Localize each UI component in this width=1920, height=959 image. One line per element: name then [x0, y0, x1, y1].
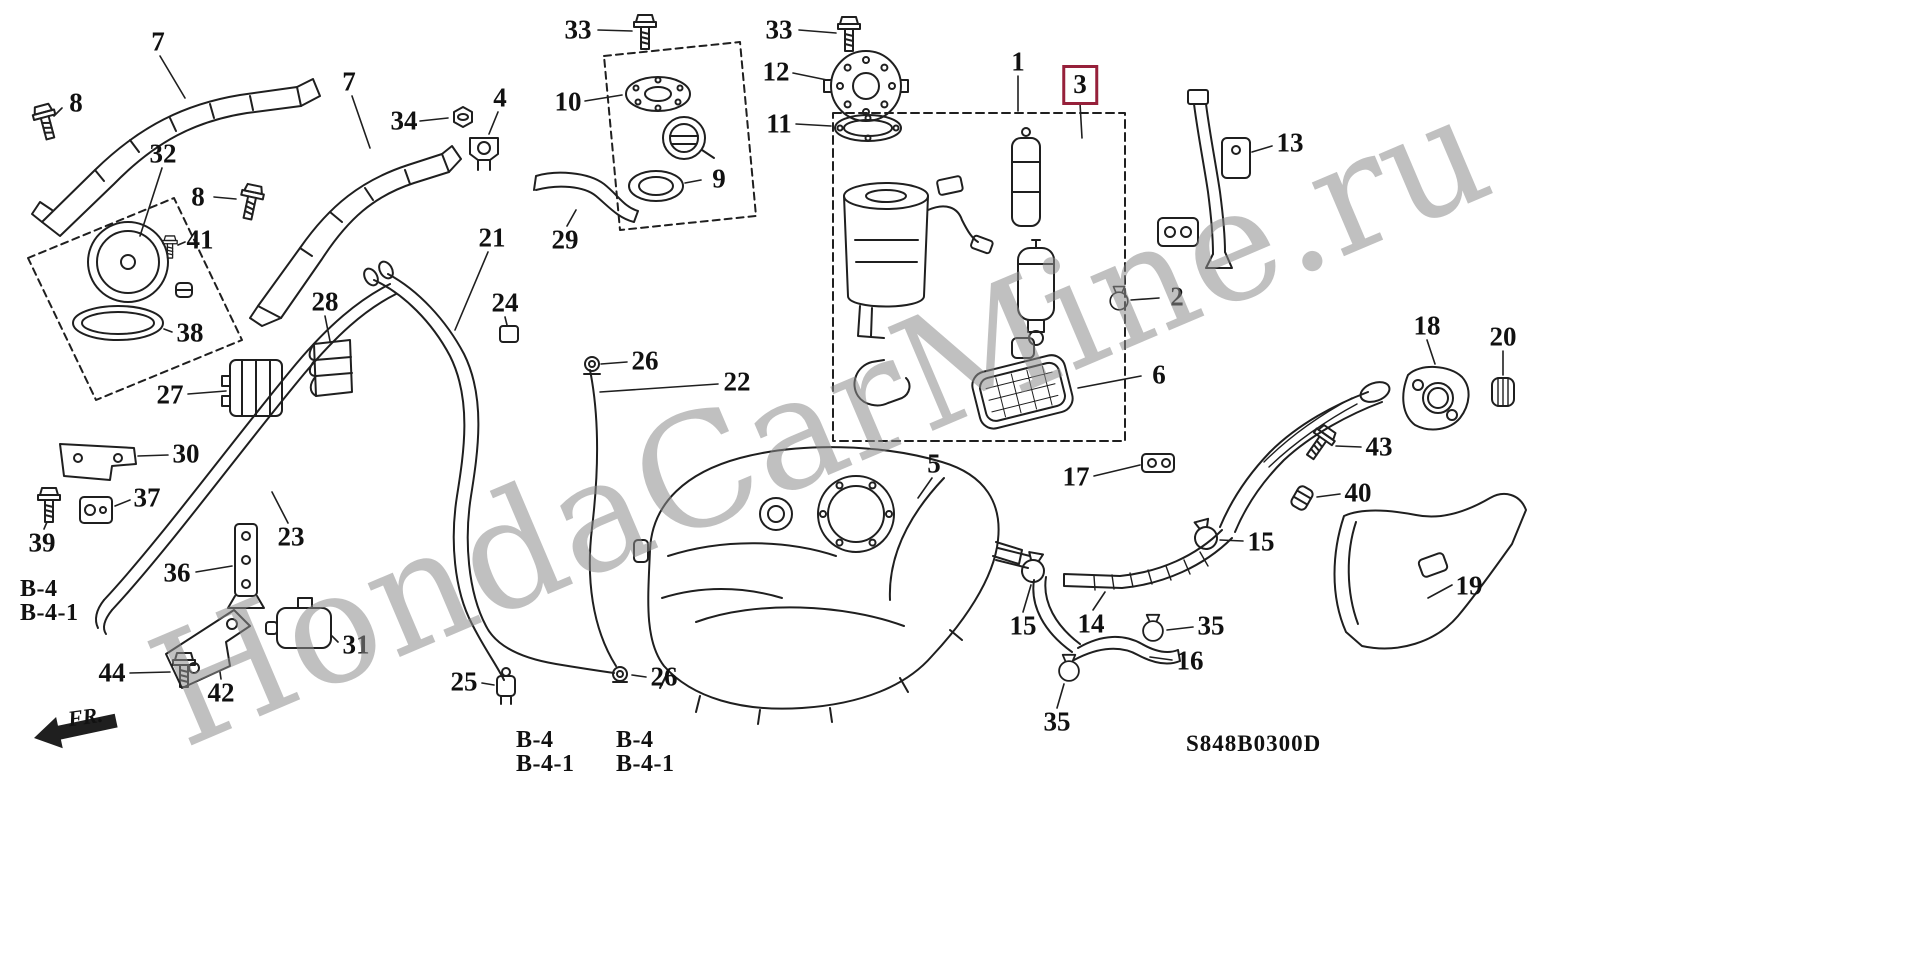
part-label-25[interactable]: 25 — [450, 666, 478, 697]
part-label-40[interactable]: 40 — [1344, 477, 1372, 508]
part-label-39[interactable]: 39 — [28, 527, 56, 558]
part-label-4[interactable]: 4 — [493, 82, 507, 113]
filler-pipe-group — [995, 381, 1391, 665]
pipe-protector — [1333, 493, 1527, 650]
filler-neck-assembly — [1157, 89, 1251, 269]
part-label-24[interactable]: 24 — [491, 287, 519, 318]
fr-label: FR. — [66, 701, 105, 732]
filler-flange-group — [1402, 365, 1515, 431]
part-label-36[interactable]: 36 — [163, 557, 191, 588]
part-label-30[interactable]: 30 — [172, 438, 200, 469]
ref-label-B-4-1[interactable]: B-4-1 — [516, 751, 575, 777]
part-label-26[interactable]: 26 — [631, 345, 659, 376]
part-label-19[interactable]: 19 — [1455, 570, 1483, 601]
part-label-34[interactable]: 34 — [390, 105, 418, 136]
part-label-38[interactable]: 38 — [176, 317, 204, 348]
part-label-44[interactable]: 44 — [98, 657, 126, 688]
part-label-10[interactable]: 10 — [554, 86, 582, 117]
fuel-pump-module — [832, 112, 1126, 442]
ref-label-B-4[interactable]: B-4 — [516, 727, 554, 753]
pump-lid-group — [823, 50, 909, 142]
part-label-13[interactable]: 13 — [1276, 127, 1304, 158]
part-label-8[interactable]: 8 — [191, 181, 205, 212]
fr-arrow-icon — [34, 713, 118, 749]
part-label-1[interactable]: 1 — [1011, 46, 1025, 77]
part-label-7[interactable]: 7 — [342, 66, 356, 97]
part-label-23[interactable]: 23 — [277, 521, 305, 552]
ref-label-B-4[interactable]: B-4 — [616, 727, 654, 753]
sender-unit-group — [27, 197, 243, 401]
part-label-35[interactable]: 35 — [1043, 706, 1071, 737]
part-label-15[interactable]: 15 — [1009, 610, 1037, 641]
leader-lines — [43, 29, 1504, 709]
part-label-41[interactable]: 41 — [186, 224, 214, 255]
part-label-35[interactable]: 35 — [1197, 610, 1225, 641]
part-label-11[interactable]: 11 — [766, 108, 792, 139]
part-label-8[interactable]: 8 — [69, 87, 83, 118]
bolts — [29, 14, 1340, 688]
part-label-33[interactable]: 33 — [765, 14, 793, 45]
part-label-28[interactable]: 28 — [311, 286, 339, 317]
grommet-40 — [1290, 485, 1314, 511]
part-label-31[interactable]: 31 — [342, 629, 370, 660]
part-label-15[interactable]: 15 — [1247, 526, 1275, 557]
part-label-6[interactable]: 6 — [1152, 359, 1166, 390]
part-label-33[interactable]: 33 — [564, 14, 592, 45]
ref-label-B-4-1[interactable]: B-4-1 — [616, 751, 675, 777]
part-label-43[interactable]: 43 — [1365, 431, 1393, 462]
fuel-lines — [363, 260, 628, 705]
part-label-32[interactable]: 32 — [149, 138, 177, 169]
part-label-18[interactable]: 18 — [1413, 310, 1441, 341]
part-label-5[interactable]: 5 — [927, 448, 941, 479]
fuel-tank-straps — [31, 78, 462, 327]
diagram-code: S848B0300D — [1186, 731, 1322, 756]
part-label-26[interactable]: 26 — [650, 661, 678, 692]
part-label-7[interactable]: 7 — [151, 26, 165, 57]
part-label-29[interactable]: 29 — [551, 224, 579, 255]
part-label-16[interactable]: 16 — [1176, 645, 1204, 676]
fuel-cap-group — [469, 41, 757, 231]
small-brackets — [59, 443, 332, 689]
ref-label-B-4[interactable]: B-4 — [20, 576, 58, 602]
part-label-42[interactable]: 42 — [207, 677, 235, 708]
part-label-37[interactable]: 37 — [133, 482, 161, 513]
nut-34 — [453, 106, 473, 128]
line-clips — [221, 339, 353, 417]
part-label-20[interactable]: 20 — [1489, 321, 1517, 352]
part-label-21[interactable]: 21 — [478, 222, 506, 253]
part-label-17[interactable]: 17 — [1062, 461, 1090, 492]
ref-label-B-4-1[interactable]: B-4-1 — [20, 600, 79, 626]
part-label-14[interactable]: 14 — [1077, 608, 1105, 639]
part-label-9[interactable]: 9 — [712, 163, 726, 194]
fuel-tank — [633, 446, 1023, 725]
vent-pipe — [95, 283, 397, 635]
part-label-12[interactable]: 12 — [762, 56, 790, 87]
part-label-27[interactable]: 27 — [156, 379, 184, 410]
part-label-2[interactable]: 2 — [1170, 281, 1184, 312]
selected-part-label[interactable]: 3 — [1062, 65, 1098, 105]
part-label-22[interactable]: 22 — [723, 366, 751, 397]
